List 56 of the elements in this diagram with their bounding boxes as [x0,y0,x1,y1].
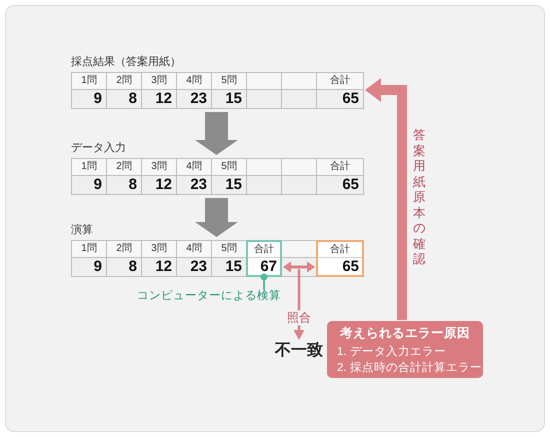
header-cell: 合計 [317,159,363,175]
table-heading: 採点結果（答案用紙） [71,56,181,69]
header-cell: 3問 [142,73,176,89]
box-heading: 考えられるエラー原因 [339,326,471,341]
score-cell: 15 [212,258,246,276]
table-heading: データ入力 [71,142,126,155]
header-cell: 5問 [212,73,246,89]
return-arrow [365,78,407,320]
header-cell: 3問 [142,241,176,257]
total-value: 67 [259,258,278,276]
header-cell: 2問 [107,159,141,175]
edge-label: 照合 [285,310,313,326]
header-cell: 5問 [212,159,246,175]
score-cell: 9 [72,176,106,194]
list-item: 1. データ入力エラー [336,344,447,360]
score-cell: 8 [107,176,141,194]
score-cell: 65 [317,176,363,194]
down-arrow [195,198,238,237]
score-cell: 65 [317,90,363,108]
error-cause-box [327,321,483,378]
score-cell: 23 [177,258,211,276]
header-cell: 5問 [212,241,246,257]
header-cell: 1問 [72,159,106,175]
header-cell: 1問 [72,241,106,257]
total-frame [316,240,364,277]
header-cell: 4問 [177,73,211,89]
leader-line [260,274,268,290]
edge-label: 答案用紙原本の確認 [413,128,426,268]
score-cell: 23 [177,90,211,108]
total-frame [246,240,282,277]
header-cell: 3問 [142,159,176,175]
list-item: 2. 採点時の合計計算エラー [336,360,483,376]
header-cell: 4問 [177,159,211,175]
score-cell: 23 [177,176,211,194]
result-label: 不一致 [275,342,323,360]
score-cell: 12 [142,258,176,276]
header-cell: 2問 [107,241,141,257]
score-cell: 8 [107,258,141,276]
callout-label: コンピューターによる検算 [137,290,281,304]
column-header: 合計 [318,242,362,258]
column-header: 合計 [248,242,280,258]
double-arrow [283,262,315,272]
score-cell: 9 [72,258,106,276]
score-cell: 15 [212,176,246,194]
header-cell: 4問 [177,241,211,257]
header-cell: 1問 [72,73,106,89]
header-cell: 合計 [317,73,363,89]
total-value: 65 [341,258,360,276]
score-cell: 9 [72,90,106,108]
score-cell: 12 [142,90,176,108]
score-cell: 8 [107,90,141,108]
table-heading: 演算 [71,224,93,237]
score-cell: 12 [142,176,176,194]
score-cell: 15 [212,90,246,108]
down-arrow [195,112,238,155]
header-cell: 2問 [107,73,141,89]
